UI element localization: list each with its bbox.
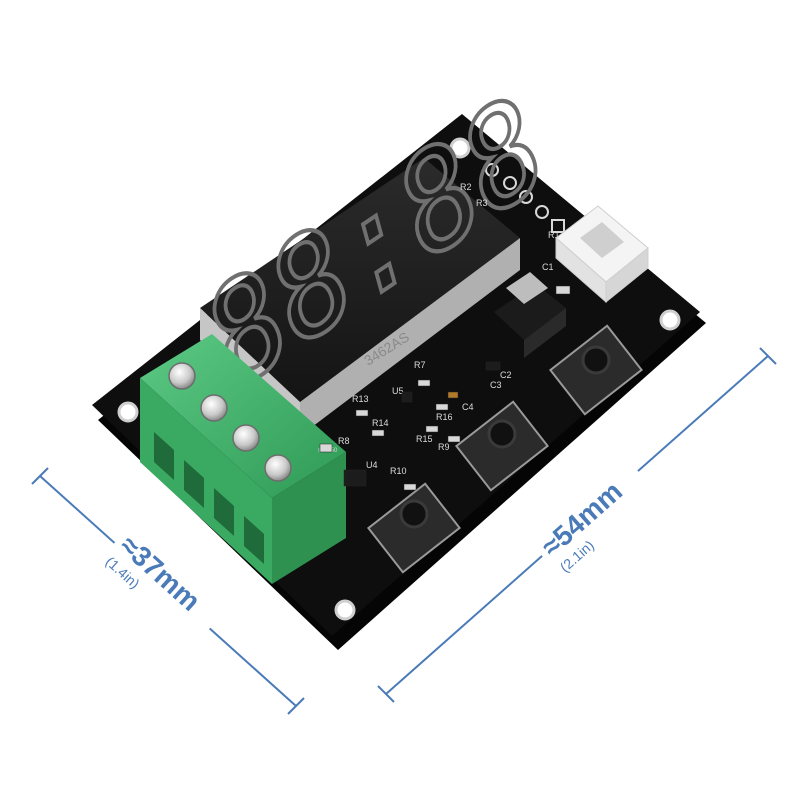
label-r2: R2	[460, 182, 472, 192]
label-c3: C3	[490, 380, 502, 390]
label-r16: R16	[436, 412, 453, 422]
label-r14: R14	[372, 418, 389, 428]
mounting-holes	[117, 137, 681, 621]
label-c2: C2	[500, 370, 512, 380]
label-u4: U4	[366, 460, 378, 470]
label-c1: C1	[542, 262, 554, 272]
button-middle	[454, 400, 550, 492]
jst-connector	[555, 205, 649, 304]
button-top	[548, 324, 644, 416]
voltage-regulator	[494, 272, 566, 358]
label-r1: R1	[548, 230, 560, 240]
label-r10: R10	[390, 466, 407, 476]
label-u5: U5	[392, 386, 404, 396]
tactile-buttons	[366, 324, 644, 574]
smd-components	[319, 285, 571, 491]
label-r7: R7	[414, 360, 426, 370]
label-r13: R13	[352, 394, 369, 404]
terminal-sockets	[154, 432, 264, 564]
screw-terminal-block	[140, 334, 346, 584]
label-c4: C4	[462, 402, 474, 412]
label-r9: R9	[438, 442, 450, 452]
header-pins	[485, 163, 565, 233]
label-r15: R15	[416, 434, 433, 444]
button-bottom	[366, 482, 462, 574]
label-r3: R3	[476, 198, 488, 208]
terminal-screws	[168, 362, 292, 482]
label-r8: R8	[338, 436, 350, 446]
